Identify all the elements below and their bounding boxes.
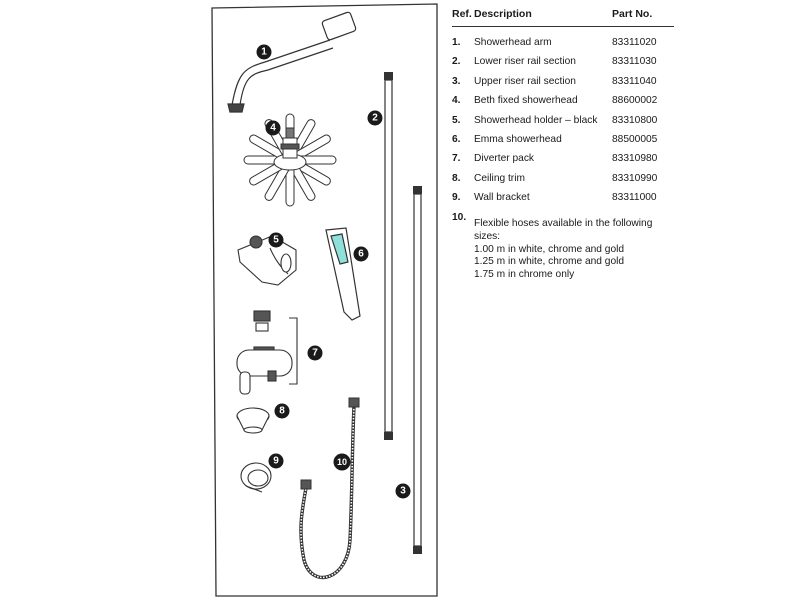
callout-badge-2: 2 [367,110,383,126]
table-row: 8. Ceiling trim 83310990 [452,168,674,187]
row-description: Wall bracket [474,192,530,204]
table-row: 4. Beth fixed showerhead 88600002 [452,90,674,109]
wall-bracket-drawing [240,462,272,493]
row-part-no: 83310800 [612,114,658,126]
svg-text:6: 6 [358,249,364,260]
lower-riser-rail-drawing [384,72,393,440]
hose-size-item: 1.75 m in chrome only [474,269,575,281]
upper-riser-rail-drawing [413,186,422,554]
row-ref: 4. [452,95,461,107]
callout-badge-5: 5 [268,232,284,248]
svg-text:3: 3 [400,486,406,497]
svg-text:7: 7 [312,348,318,359]
hose-size-item: 1.00 m in white, chrome and gold [474,243,625,255]
svg-text:10: 10 [337,457,347,467]
row-part-no: 83311020 [612,37,657,48]
header-ref: Ref. [452,8,472,20]
svg-text:1: 1 [261,47,267,58]
flexible-hose-drawing [299,397,360,580]
row-ref: 6. [452,133,461,145]
parts-list-header: Ref. Description Part No. [452,6,674,27]
callout-badge-6: 6 [353,246,369,262]
table-row: 7. Diverter pack 83310980 [452,148,674,167]
diverter-pack-drawing [236,310,298,395]
table-row-hoses: 10. Flexible hoses available in the foll… [452,207,674,282]
showerhead-arm-drawing [227,11,357,113]
svg-text:8: 8 [279,406,285,417]
row-part-no: 88500005 [612,133,658,145]
table-row: 3. Upper riser rail section 83311040 [452,71,674,90]
svg-text:5: 5 [273,235,279,246]
row-description: Showerhead arm [474,37,552,48]
row-ref: 2. [452,56,461,68]
fixed-showerhead-drawing [243,113,337,207]
table-row: 6. Emma showerhead 88500005 [452,129,674,148]
callout-badge-1: 1 [256,44,272,60]
row-part-no: 83311030 [612,56,657,68]
row-ref: 1. [452,37,461,48]
callout-badge-10: 10 [333,453,351,471]
row-description: Beth fixed showerhead [474,95,578,107]
row-description: Ceiling trim [474,172,525,184]
table-row: 2. Lower riser rail section 83311030 [452,51,674,70]
callout-badge-9: 9 [268,453,284,469]
svg-text:9: 9 [273,456,279,467]
row-ref: 8. [452,172,461,184]
table-row: 9. Wall bracket 83311000 [452,187,674,206]
row-ref: 9. [452,192,461,204]
hose-sizes-list: 1.00 m in white, chrome and gold 1.25 m … [474,244,674,282]
row-part-no: 83310990 [612,172,658,184]
header-description: Description [474,8,532,20]
row-ref: 3. [452,75,461,87]
callout-badge-8: 8 [274,403,290,419]
svg-text:2: 2 [372,113,378,124]
table-row: 5. Showerhead holder – black 83310800 [452,110,674,129]
row-part-no: 88600002 [612,95,658,107]
row-part-no: 83310980 [612,153,658,165]
row-description: Flexible hoses available in the followin… [474,217,653,242]
callout-badge-7: 7 [307,345,323,361]
hose-size-item: 1.25 m in white, chrome and gold [474,256,625,268]
table-row: 1. Showerhead arm 83311020 [452,32,674,51]
row-ref: 10. [452,211,467,223]
row-description: Upper riser rail section [474,75,576,87]
row-description: Showerhead holder – black [474,114,598,126]
callout-badge-3: 3 [395,483,411,499]
parts-list: Ref. Description Part No. 1. Showerhead a… [452,6,674,282]
row-description: Emma showerhead [474,133,562,145]
row-ref: 5. [452,114,461,126]
row-description: Lower riser rail section [474,56,576,68]
header-part-no: Part No. [612,8,653,20]
row-part-no: 83311000 [612,192,657,204]
row-ref: 7. [452,153,461,165]
callout-badge-4: 4 [265,120,281,136]
row-description: Diverter pack [474,153,535,165]
ceiling-trim-drawing [236,407,270,434]
diagram-frame [211,3,438,597]
row-part-no: 83311040 [612,75,657,87]
svg-text:4: 4 [270,123,276,134]
hand-showerhead-drawing [325,227,361,321]
